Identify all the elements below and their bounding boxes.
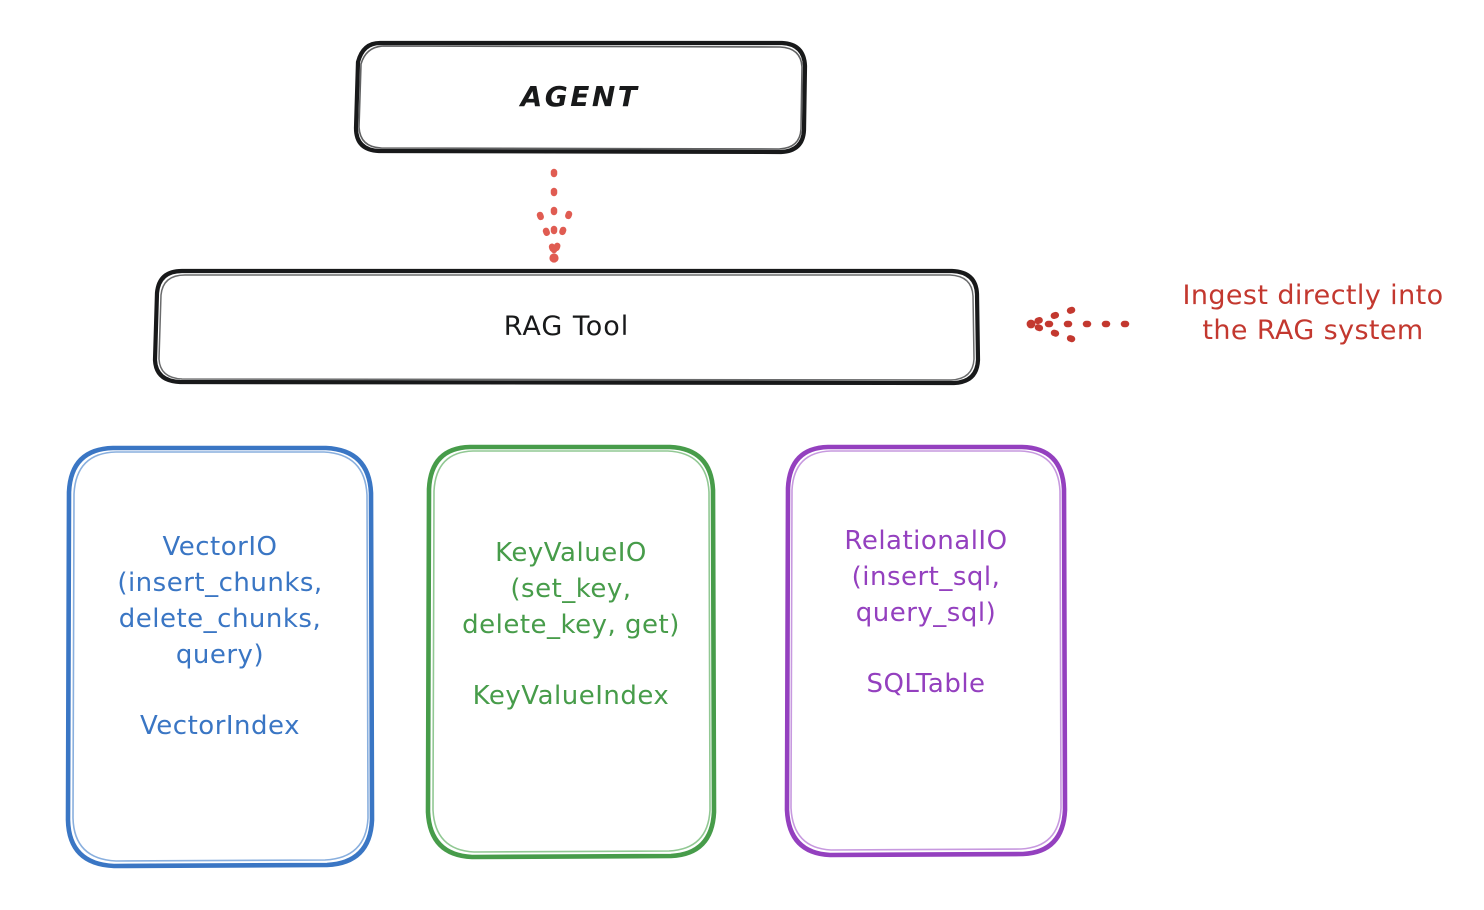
agent-box-outline: [353, 40, 808, 155]
agent-node-label: AGENT: [520, 79, 640, 113]
ingest-annotation-label: Ingest directly into the RAG system: [1182, 280, 1444, 347]
relational-io-box-outline: [784, 444, 1068, 858]
agent-node[interactable]: AGENT: [355, 42, 805, 152]
key-value-io-box-outline: [425, 444, 717, 860]
key-value-io-node-label: KeyValueIO (set_key, delete_key, get) Ke…: [462, 537, 680, 712]
vector-io-node[interactable]: VectorIO (insert_chunks, delete_chunks, …: [68, 447, 372, 866]
relational-io-node[interactable]: RelationalIO (insert_sql, query_sql) SQL…: [787, 446, 1065, 855]
vector-io-box-outline: [65, 445, 375, 869]
rag-tool-box-outline: [152, 268, 981, 386]
ingest-to-rag-tool-arrow: [1026, 306, 1130, 343]
rag-tool-node-label: RAG Tool: [503, 310, 630, 342]
vector-io-node-label: VectorIO (insert_chunks, delete_chunks, …: [117, 531, 323, 742]
key-value-io-node[interactable]: KeyValueIO (set_key, delete_key, get) Ke…: [428, 446, 714, 857]
rag-tool-node[interactable]: RAG Tool: [155, 270, 978, 383]
relational-io-node-label: RelationalIO (insert_sql, query_sql) SQL…: [844, 525, 1008, 700]
agent-to-rag-tool-arrow: [536, 168, 573, 263]
